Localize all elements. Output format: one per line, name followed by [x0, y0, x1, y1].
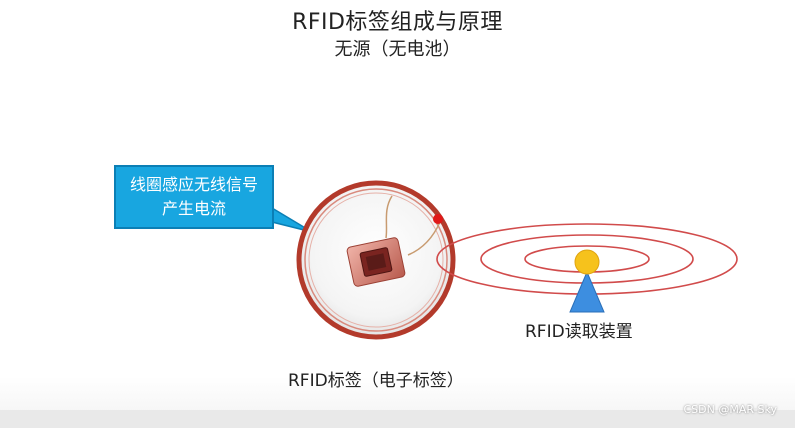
coil-contact-dot — [433, 214, 443, 224]
tag-coil-ring — [308, 192, 444, 328]
antenna-wire-left — [385, 195, 393, 239]
watermark-text: CSDN @MAR-Sky — [683, 403, 777, 416]
reader-stand — [569, 270, 605, 313]
reader-antenna-dot — [574, 249, 600, 275]
tag-label: RFID标签（电子标签） — [288, 371, 464, 391]
rfid-tag — [296, 180, 456, 340]
tag-coil-inner — [304, 188, 448, 332]
rfid-reader — [569, 249, 605, 313]
diagram-subtitle: 无源（无电池） — [334, 39, 461, 60]
rfid-chip — [346, 237, 406, 287]
diagram-title: RFID标签组成与原理 — [292, 10, 503, 35]
antenna-wire-right — [407, 221, 441, 256]
coil-induction-callout: 线圈感应无线信号产生电流 — [114, 165, 274, 229]
reader-label: RFID读取装置 — [525, 322, 633, 342]
bottom-bar — [0, 410, 795, 428]
